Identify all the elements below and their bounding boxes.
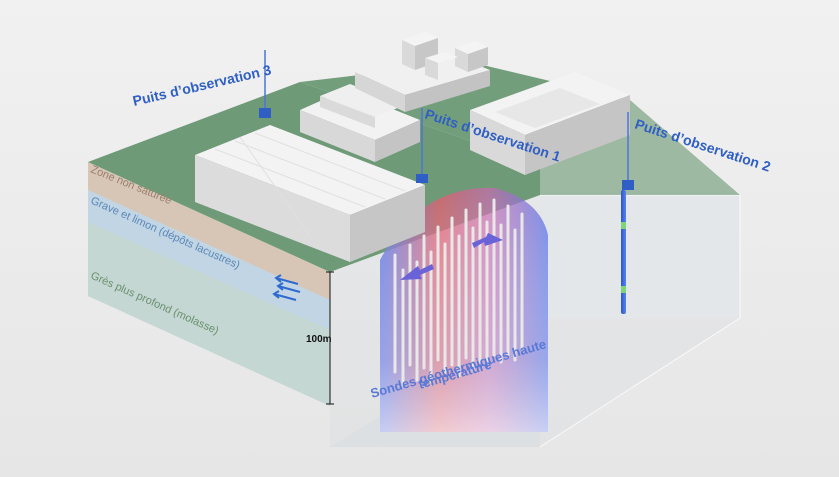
- observation-well-3: [259, 50, 271, 118]
- building-top-cluster: [355, 32, 490, 112]
- depth-label: 100m: [306, 334, 332, 345]
- heat-flow-arrows: [400, 233, 503, 280]
- groundwater-flow-arrows: [272, 274, 301, 301]
- buildings: [195, 32, 630, 262]
- building-left: [195, 125, 425, 262]
- depth-marker: [326, 271, 334, 405]
- building-middle: [300, 84, 420, 162]
- observation-well-1: [416, 108, 428, 183]
- building-right: [470, 72, 630, 175]
- heat-plume: [380, 187, 548, 432]
- observation-well-2: [621, 112, 634, 314]
- geothermal-probes: [393, 198, 524, 387]
- soil-block: [88, 162, 330, 406]
